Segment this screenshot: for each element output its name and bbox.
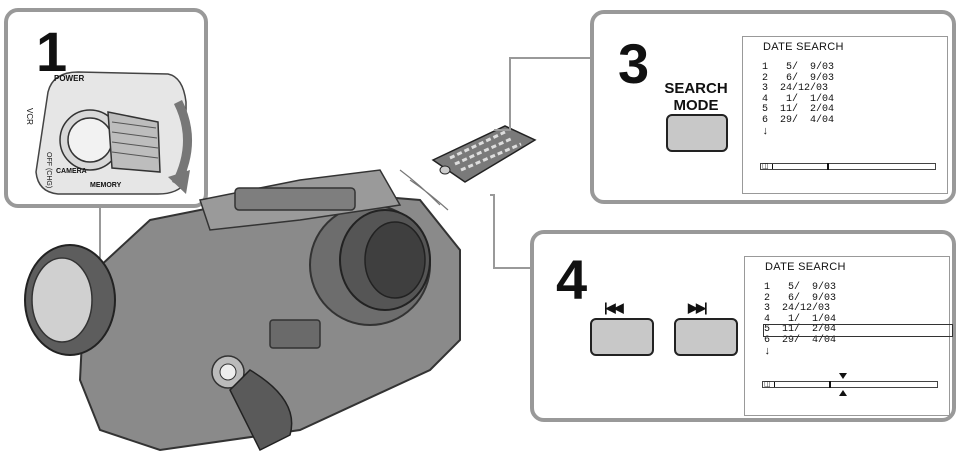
remote-commander-illustration bbox=[431, 125, 537, 183]
next-button[interactable] bbox=[674, 318, 738, 356]
tape-icon: ◫ bbox=[764, 381, 771, 388]
camera-label: CAMERA bbox=[56, 168, 87, 175]
step4-panel: 4 |◀◀ ▶▶| DATE SEARCH 1 5/ 9/03 2 6/ 9/0… bbox=[530, 230, 956, 422]
position-marker bbox=[827, 163, 829, 170]
prev-glyph-label: |◀◀ bbox=[604, 300, 624, 315]
tape-position-bar: ◫ bbox=[762, 381, 938, 388]
step1-panel: 1 POWER VCR OFF (CHG) CAMERA MEMORY bbox=[4, 8, 208, 208]
step4-number: 4 bbox=[556, 248, 588, 311]
step3-number: 3 bbox=[618, 32, 650, 95]
position-marker bbox=[774, 382, 775, 387]
date-search-screen-step3: DATE SEARCH 1 5/ 9/03 2 6/ 9/03 3 24/12/… bbox=[742, 36, 948, 194]
search-mode-button[interactable] bbox=[666, 114, 728, 152]
list-item: 2 6/ 9/03 bbox=[764, 292, 837, 304]
list-item: 6 29/ 4/04 bbox=[762, 114, 835, 126]
vcr-label: VCR bbox=[25, 108, 34, 125]
list-item-selected: 5 11/ 2/04 bbox=[763, 324, 953, 337]
step3-panel: 3 SEARCH MODE DATE SEARCH 1 5/ 9/03 2 6/… bbox=[590, 10, 956, 204]
step1-number: 1 bbox=[36, 20, 68, 83]
search-label-line2: MODE bbox=[673, 97, 719, 114]
previous-button[interactable] bbox=[590, 318, 654, 356]
screen3-title: DATE SEARCH bbox=[763, 41, 844, 53]
list-item: 1 5/ 9/03 bbox=[764, 282, 837, 293]
list-item: 4 1/ 1/04 bbox=[764, 313, 837, 325]
more-arrow-icon: ↓ bbox=[764, 345, 771, 358]
date-search-screen-step4: DATE SEARCH 1 5/ 9/03 2 6/ 9/03 3 24/12/… bbox=[744, 256, 953, 416]
power-dial-illustration bbox=[35, 71, 192, 195]
position-marker bbox=[829, 381, 831, 388]
list-item: 2 6/ 9/03 bbox=[762, 72, 835, 84]
search-mode-label: SEARCH MODE bbox=[644, 80, 748, 114]
tape-position-bar: ◫ bbox=[760, 163, 936, 170]
position-pointer-down-icon bbox=[839, 373, 847, 379]
memory-label: MEMORY bbox=[90, 182, 122, 189]
list-item: 4 1/ 1/04 bbox=[762, 93, 835, 105]
next-glyph-label: ▶▶| bbox=[688, 300, 708, 315]
position-pointer-up-icon bbox=[839, 390, 847, 396]
more-arrow-icon: ↓ bbox=[762, 125, 769, 138]
list-item: 1 5/ 9/03 bbox=[762, 62, 835, 73]
power-label: POWER bbox=[54, 74, 85, 83]
tape-icon: ◫ bbox=[762, 163, 769, 170]
list-item: 3 24/12/03 bbox=[762, 83, 829, 95]
search-label-line1: SEARCH bbox=[664, 80, 728, 97]
screen4-title: DATE SEARCH bbox=[765, 261, 846, 273]
camcorder-illustration bbox=[24, 169, 461, 452]
list-item: 6 29/ 4/04 bbox=[764, 334, 837, 346]
list-item: 3 24/12/03 bbox=[764, 303, 831, 315]
list-item: 5 11/ 2/04 bbox=[762, 104, 835, 116]
position-marker bbox=[772, 164, 773, 169]
